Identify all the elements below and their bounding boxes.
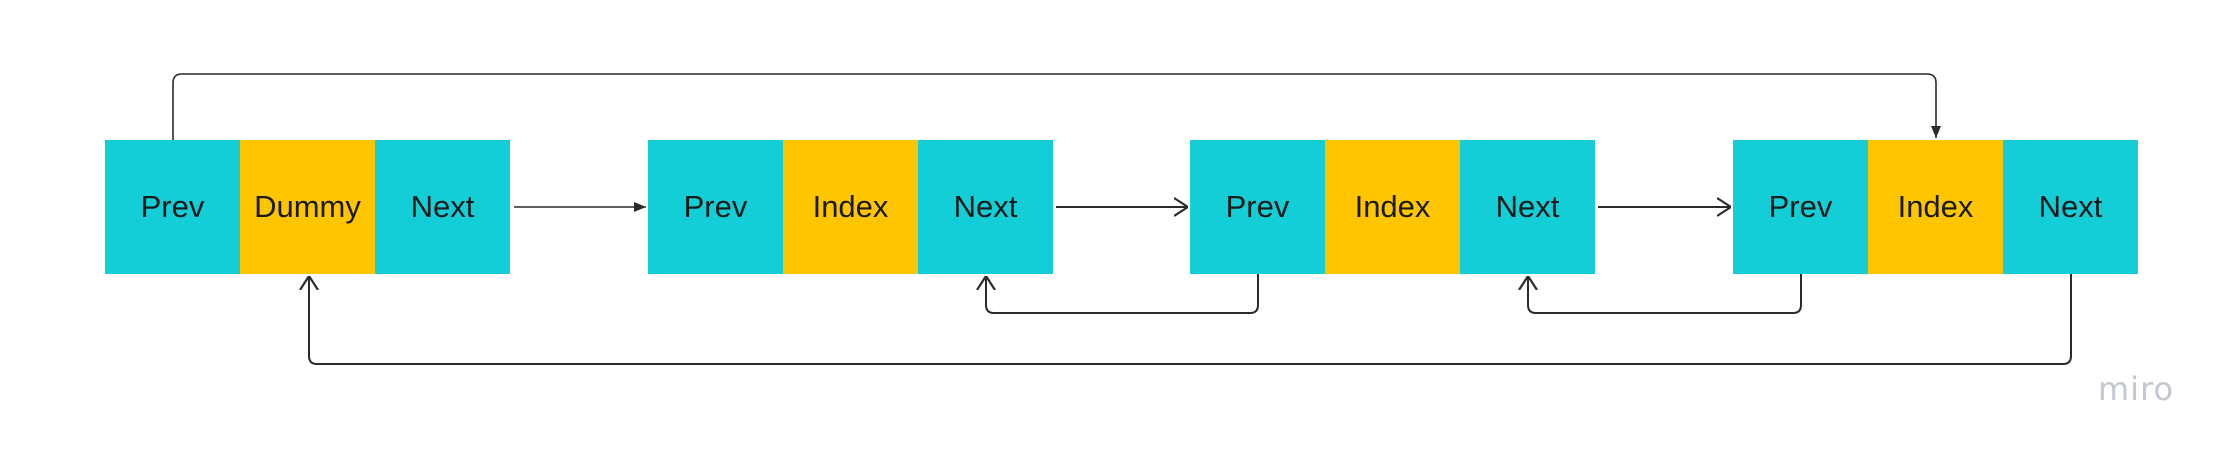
edge-dummy-prev-to-node3-index — [172, 73, 1941, 140]
dummy-node-prev-field: Prev — [105, 140, 240, 274]
node-1-prev-field: Prev — [648, 140, 783, 274]
node-2-index-field: Index — [1325, 140, 1460, 274]
node-3-index-field: Index — [1868, 140, 2003, 274]
node-1-next-field: Next — [918, 140, 1053, 274]
edge-node3-next-to-dummy — [309, 274, 2072, 365]
node-2-next-field: Next — [1460, 140, 1595, 274]
dummy-node-next-field: Next — [375, 140, 510, 274]
edge-node2-prev-to-node1-next — [986, 274, 1259, 314]
edge-node3-prev-to-node2-next — [1528, 274, 1802, 314]
node-3-prev-field: Prev — [1733, 140, 1868, 274]
node-3-next-field: Next — [2003, 140, 2138, 274]
node-2-prev-field: Prev — [1190, 140, 1325, 274]
miro-watermark-logo: miro — [2098, 370, 2175, 408]
dummy-node-dummy-field: Dummy — [240, 140, 375, 274]
node-1-index-field: Index — [783, 140, 918, 274]
